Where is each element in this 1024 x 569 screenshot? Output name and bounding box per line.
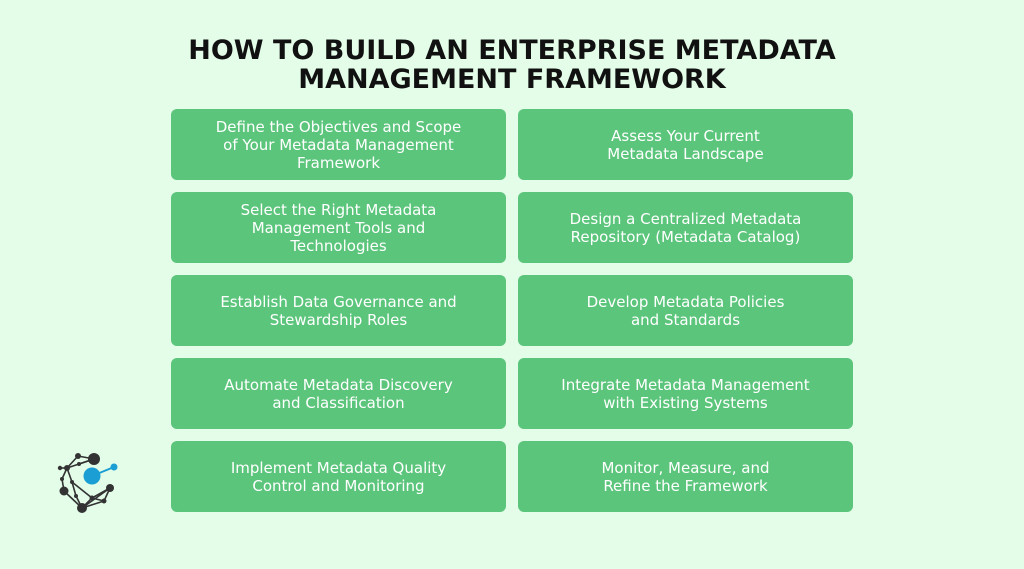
step-card-quality-control: Implement Metadata Quality Control and M… bbox=[171, 441, 506, 512]
step-label: Integrate Metadata Management with Exist… bbox=[561, 375, 810, 412]
title-line-1: HOW TO BUILD AN ENTERPRISE METADATA bbox=[188, 35, 836, 66]
step-label: Develop Metadata Policies and Standards bbox=[586, 292, 785, 329]
step-label: Select the Right Metadata Management Too… bbox=[240, 200, 437, 255]
step-card-design-repository: Design a Centralized Metadata Repository… bbox=[518, 192, 853, 263]
step-card-integrate-systems: Integrate Metadata Management with Exist… bbox=[518, 358, 853, 429]
step-card-select-tools: Select the Right Metadata Management Too… bbox=[171, 192, 506, 263]
step-card-assess-landscape: Assess Your Current Metadata Landscape bbox=[518, 109, 853, 180]
step-card-establish-governance: Establish Data Governance and Stewardshi… bbox=[171, 275, 506, 346]
step-card-automate-discovery: Automate Metadata Discovery and Classifi… bbox=[171, 358, 506, 429]
step-card-define-objectives: Define the Objectives and Scope of Your … bbox=[171, 109, 506, 180]
step-label: Define the Objectives and Scope of Your … bbox=[215, 117, 462, 172]
step-label: Automate Metadata Discovery and Classifi… bbox=[224, 375, 453, 412]
step-card-develop-policies: Develop Metadata Policies and Standards bbox=[518, 275, 853, 346]
step-label: Monitor, Measure, and Refine the Framewo… bbox=[601, 458, 770, 495]
network-nodes-logo-icon bbox=[57, 453, 118, 513]
title-line-2: MANAGEMENT FRAMEWORK bbox=[298, 64, 726, 95]
step-label: Implement Metadata Quality Control and M… bbox=[230, 458, 447, 495]
step-card-monitor-refine: Monitor, Measure, and Refine the Framewo… bbox=[518, 441, 853, 512]
step-label: Establish Data Governance and Stewardshi… bbox=[220, 292, 457, 329]
page-title: HOW TO BUILD AN ENTERPRISE METADATA MANA… bbox=[0, 36, 1024, 94]
step-label: Assess Your Current Metadata Landscape bbox=[607, 126, 764, 163]
step-label: Design a Centralized Metadata Repository… bbox=[569, 209, 802, 246]
